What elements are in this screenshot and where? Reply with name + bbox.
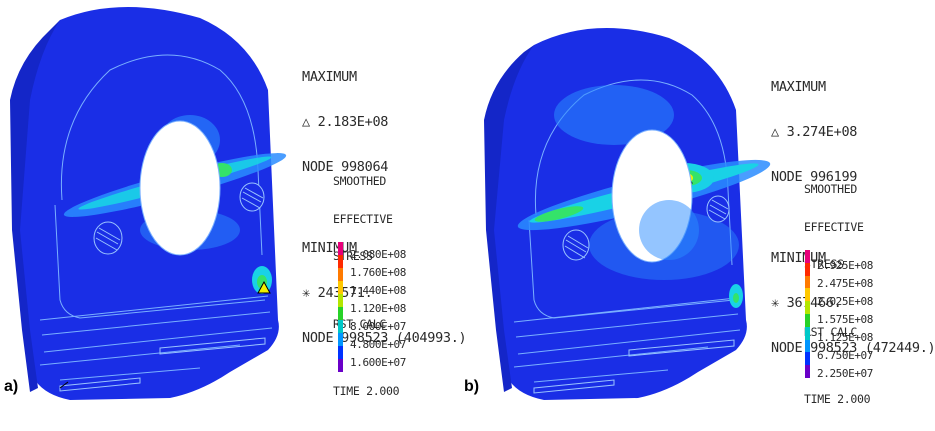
legend-swatch: [338, 281, 343, 294]
legend-swatch: [338, 242, 343, 255]
minimum-node: NODE 998523 (472449.): [771, 340, 935, 356]
result-line: SMOOTHED: [333, 174, 386, 188]
result-line: EFFECTIVE: [333, 211, 393, 226]
legend-label: 1.575E+08: [817, 313, 874, 326]
legend-swatch: [805, 339, 810, 353]
maximum-value: 3.274E+08: [786, 124, 858, 140]
legend-swatch: [338, 268, 343, 281]
legend-label: 2.925E+08: [817, 259, 874, 272]
legend-label: 4.800E+07: [350, 338, 407, 351]
stress-model-a: [10, 6, 287, 401]
legend-label: 1.125E+08: [817, 331, 874, 344]
result-summary-b: MAXIMUM △ 3.274E+08 NODE 996199 MINIMUM …: [771, 50, 935, 386]
legend-label: 8.000E+07: [350, 320, 407, 333]
legend-bar: [805, 250, 810, 379]
minimum-node: NODE 998523 (404993.): [302, 330, 467, 346]
minimum-value: 367466.: [786, 295, 842, 311]
triangle-icon: △: [771, 124, 787, 140]
legend-swatch: [805, 250, 810, 263]
legend-swatch: [338, 346, 343, 359]
legend-swatch: [805, 288, 810, 302]
panel-label-a: a): [4, 378, 19, 395]
legend-swatch: [338, 359, 343, 372]
asterisk-icon: ✳: [302, 285, 318, 301]
result-type-b: SMOOTHED EFFECTIVE STRESS RST CALC TIME …: [804, 158, 871, 431]
minimum-label: MINIMUM: [302, 240, 357, 256]
minimum-value: 243571.: [317, 285, 373, 301]
maximum-node: NODE 998064: [302, 159, 389, 175]
panel-b: MAXIMUM △ 3.274E+08 NODE 996199 MINIMUM …: [464, 0, 935, 405]
legend-swatch: [338, 333, 343, 346]
legend-swatch: [805, 314, 810, 327]
maximum-value: 2.183E+08: [317, 114, 389, 130]
legend-label: 1.600E+07: [350, 356, 407, 369]
legend-label: 2.475E+08: [817, 277, 874, 290]
legend-swatch: [805, 301, 810, 315]
maximum-node: NODE 996199: [771, 169, 858, 185]
legend-label: 1.120E+08: [350, 302, 407, 315]
legend-label: 1.760E+08: [350, 266, 407, 279]
result-line: STRESS: [804, 257, 844, 271]
result-line: STRESS: [333, 249, 373, 263]
result-line: TIME 2.000: [333, 384, 400, 398]
asterisk-icon: ✳: [771, 295, 787, 311]
legend-label: 2.080E+08: [350, 248, 407, 261]
legend-swatch: [805, 275, 810, 289]
result-line: SMOOTHED: [804, 182, 857, 196]
result-line: EFFECTIVE: [804, 219, 864, 234]
legend-swatch: [338, 294, 343, 307]
legend-swatch: [338, 307, 343, 320]
triangle-icon: △: [302, 114, 318, 130]
legend-swatch: [338, 320, 343, 333]
panel-a: MAXIMUM △ 2.183E+08 NODE 998064 MINIMUM …: [0, 0, 467, 403]
maximum-label: MAXIMUM: [771, 79, 826, 95]
legend-swatch: [805, 365, 810, 379]
maximum-label: MAXIMUM: [302, 69, 357, 85]
legend-bar: [338, 242, 343, 372]
result-type-a: SMOOTHED EFFECTIVE STRESS RST CALC TIME …: [333, 150, 400, 423]
legend-label: 2.025E+08: [817, 295, 874, 308]
minimum-label: MINIMUM: [771, 250, 826, 266]
result-summary-a: MAXIMUM △ 2.183E+08 NODE 998064 MINIMUM …: [302, 40, 467, 376]
result-line: TIME 2.000: [804, 392, 871, 406]
legend-swatch: [338, 255, 343, 268]
legend-swatch: [805, 352, 810, 366]
legend-label: 6.750E+07: [817, 349, 874, 362]
legend-swatch: [805, 326, 810, 340]
legend-label: 1.440E+08: [350, 284, 407, 297]
stress-model-b: [484, 28, 771, 401]
legend-label: 2.250E+07: [817, 367, 874, 380]
legend-swatch: [805, 262, 810, 276]
panel-label-b: b): [464, 378, 480, 395]
